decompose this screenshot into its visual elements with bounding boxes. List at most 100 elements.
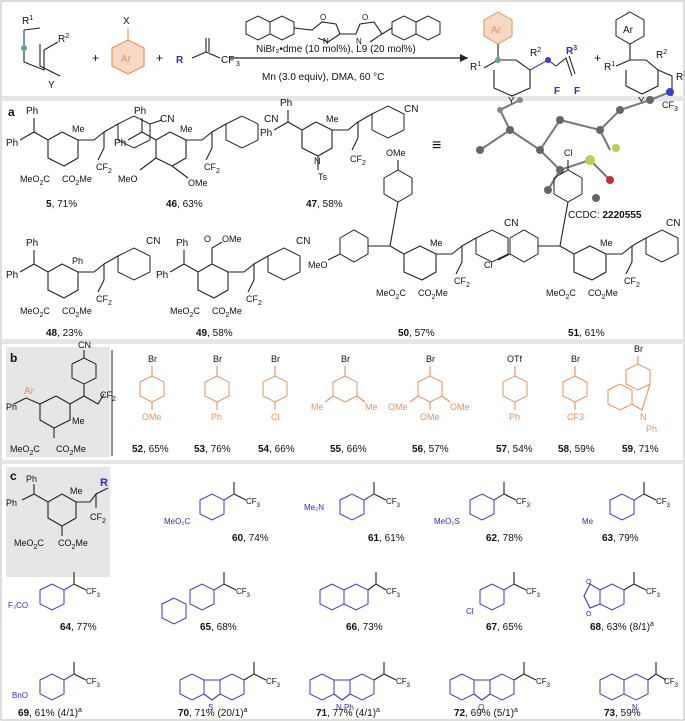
starting-diene: R1 R2 Y	[21, 15, 69, 91]
svg-text:OMe: OMe	[386, 148, 406, 158]
svg-text:CF2: CF2	[96, 162, 112, 175]
svg-text:Ph: Ph	[176, 238, 188, 249]
svg-text:MeO2C: MeO2C	[14, 538, 44, 551]
svg-text:R3: R3	[566, 45, 577, 57]
svg-text:CF3: CF3	[86, 677, 101, 689]
product-minor: Ar R1 R2 R3 Y CF3	[604, 11, 685, 113]
svg-text:Ph: Ph	[6, 498, 17, 508]
svg-text:Me: Me	[180, 124, 193, 134]
svg-text:CN: CN	[78, 340, 91, 350]
panel-c-gray-box	[6, 467, 110, 577]
svg-text:O: O	[586, 579, 592, 586]
structure-50: OMe MeO Me CN CF2 MeO2C CO2Me	[308, 148, 518, 301]
svg-text:Y: Y	[508, 96, 515, 107]
svg-text:R: R	[100, 477, 108, 489]
svg-text:Me: Me	[326, 114, 339, 124]
svg-text:Cl: Cl	[484, 260, 493, 270]
svg-text:3: 3	[236, 61, 240, 68]
svg-text:62, 78%: 62, 78%	[486, 533, 523, 544]
crystal-structure-image	[476, 88, 674, 202]
svg-text:Ph: Ph	[72, 256, 83, 266]
svg-text:Ph: Ph	[260, 128, 272, 139]
panel-c-yields: 60, 74% 61, 61% 62, 78% 63, 79% 64, 77% …	[18, 533, 654, 719]
svg-text:CF2: CF2	[204, 162, 220, 175]
conditions-bottom: Mn (3.0 equiv), DMA, 60 °C	[262, 72, 384, 83]
svg-text:OTf: OTf	[507, 354, 522, 364]
svg-text:Br: Br	[341, 354, 350, 364]
svg-text:CF2: CF2	[454, 276, 470, 289]
svg-text:Me: Me	[72, 124, 85, 134]
svg-text:CO2Me: CO2Me	[56, 444, 86, 457]
svg-text:63, 79%: 63, 79%	[602, 533, 639, 544]
svg-text:CF3: CF3	[386, 587, 401, 599]
svg-text:CO2Me: CO2Me	[62, 174, 92, 187]
svg-text:69, 61% (4/1)a: 69, 61% (4/1)a	[18, 707, 82, 719]
svg-text:F: F	[574, 86, 580, 97]
svg-text:73, 59%: 73, 59%	[604, 708, 641, 719]
svg-text:Br: Br	[571, 354, 580, 364]
svg-text:F: F	[554, 86, 560, 97]
svg-text:Ar: Ar	[491, 25, 502, 36]
svg-text:Ph: Ph	[156, 270, 168, 281]
svg-text:Me: Me	[600, 238, 613, 248]
svg-text:MeO: MeO	[118, 174, 138, 184]
svg-text:CF3: CF3	[526, 587, 541, 599]
svg-text:Ph: Ph	[114, 138, 126, 149]
svg-text:N: N	[640, 412, 647, 422]
svg-text:70, 71% (20/1)a: 70, 71% (20/1)a	[178, 707, 248, 719]
svg-text:Ph: Ph	[509, 412, 520, 422]
svg-text:OMe: OMe	[142, 412, 162, 422]
svg-text:Me: Me	[582, 517, 594, 526]
svg-text:N: N	[356, 37, 362, 46]
svg-text:R2: R2	[58, 33, 69, 45]
svg-text:CO2Me: CO2Me	[588, 288, 618, 301]
svg-text:R2: R2	[530, 47, 541, 59]
plus-1: +	[92, 51, 99, 65]
svg-text:Br: Br	[634, 344, 643, 354]
svg-text:CF3: CF3	[386, 497, 401, 509]
svg-text:Cl: Cl	[564, 148, 573, 158]
svg-text:MeO2C: MeO2C	[546, 288, 576, 301]
svg-text:OMe: OMe	[450, 402, 470, 412]
svg-text:CF3: CF3	[396, 677, 411, 689]
svg-text:71, 77% (4/1)a: 71, 77% (4/1)a	[316, 707, 380, 719]
svg-text:65, 68%: 65, 68%	[200, 622, 237, 633]
svg-text:Br: Br	[148, 354, 157, 364]
ar-label: Ar	[121, 54, 132, 65]
panel-b-gray-box	[6, 347, 110, 457]
svg-text:55, 66%: 55, 66%	[330, 444, 367, 455]
r3-label: R	[176, 55, 184, 66]
svg-text:R2: R2	[656, 49, 667, 61]
plus-2: +	[156, 51, 163, 65]
svg-text:MeO2C: MeO2C	[20, 306, 50, 319]
svg-text:CN: CN	[504, 218, 518, 229]
svg-text:S: S	[208, 703, 213, 712]
panel-b-label: b	[10, 351, 17, 365]
svg-text:CF3: CF3	[662, 100, 678, 113]
svg-text:R1: R1	[470, 61, 481, 73]
svg-text:Me: Me	[430, 238, 443, 248]
svg-text:O: O	[320, 13, 326, 22]
conditions-top: NiBr₂•dme (10 mol%), L9 (20 mol%)	[256, 44, 416, 55]
svg-text:CN: CN	[296, 236, 310, 247]
svg-text:Me: Me	[365, 402, 378, 412]
cmpd-50: 50, 57%	[398, 328, 435, 339]
svg-text:Ph: Ph	[6, 402, 17, 412]
structure-51: Cl Cl Me CN CF2 MeO2C CO2Me	[484, 148, 680, 301]
svg-text:CF3: CF3	[236, 587, 251, 599]
svg-text:56, 57%: 56, 57%	[412, 444, 449, 455]
svg-text:CO2Me: CO2Me	[418, 288, 448, 301]
svg-text:OMe: OMe	[388, 402, 408, 412]
svg-text:O: O	[478, 703, 484, 712]
svg-text:MeO2C: MeO2C	[170, 306, 200, 319]
svg-text:54, 66%: 54, 66%	[258, 444, 295, 455]
svg-text:61, 61%: 61, 61%	[368, 533, 405, 544]
svg-text:MeO₂C: MeO₂C	[164, 517, 190, 526]
svg-text:CN: CN	[160, 114, 174, 125]
svg-text:N Ph: N Ph	[336, 703, 354, 712]
svg-text:67, 65%: 67, 65%	[486, 622, 523, 633]
svg-text:N: N	[314, 156, 321, 166]
